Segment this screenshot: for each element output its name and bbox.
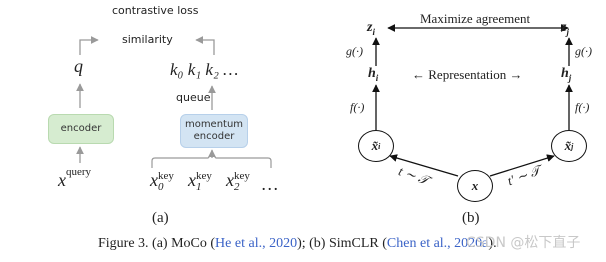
x-key0-base: x [150, 170, 158, 190]
x-query-sup: query [66, 166, 92, 178]
similarity-right-arrow [195, 36, 215, 55]
key-brace [151, 153, 272, 168]
zi-sub: i [372, 26, 375, 37]
contrastive-loss-label: contrastive loss [112, 4, 199, 17]
x-key0-sub: 0 [158, 180, 164, 193]
xi-sub: i [378, 141, 381, 151]
figure-caption: Figure 3. (a) MoCo (He et al., 2020); (b… [98, 236, 497, 252]
xj-base: x̃ [564, 138, 572, 153]
caption-middle: ); (b) SimCLR ( [297, 236, 387, 251]
zj-sub: j [566, 26, 569, 37]
caption-prefix: Figure 3. (a) MoCo ( [98, 236, 216, 251]
hj-sub: j [568, 72, 572, 83]
f-left-label: f(·) [350, 100, 365, 114]
zj-base: z [561, 20, 567, 35]
maximize-agreement-label: Maximize agreement [420, 11, 531, 26]
caption-suffix: ). [488, 236, 497, 251]
hj-label: hj [561, 66, 571, 83]
xi-node: x̃i [358, 130, 394, 162]
x-key2-base: x [226, 170, 234, 190]
momentum-encoder-box: momentum encoder [180, 114, 248, 148]
panel-a-label: (a) [152, 210, 169, 226]
x-query-base: x [58, 170, 66, 190]
x-base: x [471, 178, 479, 193]
similarity-left-arrow [79, 36, 99, 55]
ref-chen-2020a-link[interactable]: Chen et al., 2020a [386, 236, 489, 251]
encoder-label: encoder [60, 123, 102, 134]
ref-he-2020-link[interactable]: He et al., 2020 [215, 236, 298, 251]
x-key0-sup: key [158, 169, 174, 182]
x-key2-sup: key [234, 169, 250, 182]
xj-sub: j [571, 141, 574, 151]
x-to-xj-arrow [489, 154, 555, 177]
panel-b-label: (b) [462, 210, 480, 226]
similarity-label: similarity [122, 33, 173, 46]
g-right-label: g(·) [575, 44, 592, 58]
momentum-encoder-label: momentum encoder [184, 119, 244, 142]
watermark: CSDN @松下直子 [466, 235, 581, 251]
f-right-label: f(·) [575, 100, 590, 114]
hj-base: h [561, 66, 569, 81]
g-left-label: g(·) [346, 44, 363, 58]
keys-label: k₀ k₁ k₂ … [170, 60, 239, 79]
hi-base: h [368, 66, 376, 81]
zi-base: z [367, 20, 373, 35]
xj-node: x̃j [551, 130, 587, 162]
hi-sub: i [375, 72, 379, 83]
x-to-xi-arrow [389, 154, 459, 177]
x-key1-base: x [188, 170, 196, 190]
x-key1-sub: 1 [196, 180, 202, 193]
hi-label: hi [368, 66, 378, 83]
zi-label: zi [367, 20, 375, 37]
xi-base: x̃ [371, 138, 379, 153]
x-key2-sub: 2 [234, 180, 240, 193]
x-key1-sup: key [196, 169, 212, 182]
x-query: xquery [58, 166, 91, 191]
encoder-box: encoder [48, 114, 114, 144]
queue-label: queue [176, 91, 211, 104]
q-label: q [74, 56, 83, 76]
zj-label: zj [561, 20, 569, 37]
x-node: x [457, 170, 493, 202]
representation-label: ← Representation → [412, 67, 523, 82]
x-key-ellipsis: … [262, 174, 279, 194]
